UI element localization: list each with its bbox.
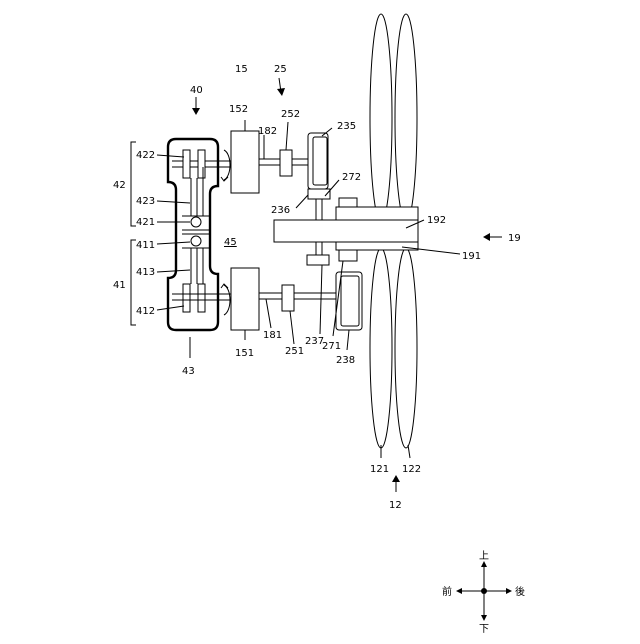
gear-422-a [183, 150, 190, 178]
blade-122-lower [395, 248, 417, 448]
label-122: 122 [402, 464, 421, 475]
label-412: 412 [136, 306, 155, 317]
label-19: 19 [508, 233, 521, 244]
flange-lower [336, 242, 418, 250]
compass-center-dot [481, 588, 487, 594]
label-238: 238 [336, 355, 355, 366]
label-235: 235 [337, 121, 356, 132]
hub-192 [274, 220, 418, 242]
label-181: 181 [263, 330, 282, 341]
motor-152 [231, 131, 259, 193]
gear-412-b [198, 284, 205, 312]
label-236: 236 [271, 205, 290, 216]
rotation-arrow-upper [224, 150, 230, 180]
coupling-252 [280, 150, 292, 176]
label-422: 422 [136, 150, 155, 161]
compass-front-label: 前 [442, 585, 452, 598]
label-12: 12 [389, 500, 402, 511]
blade-122-upper [395, 14, 417, 222]
bearing-237 [307, 255, 329, 265]
label-252: 252 [281, 109, 300, 120]
gear-422-b [198, 150, 205, 178]
label-41: 41 [113, 280, 126, 291]
label-43: 43 [182, 366, 195, 377]
label-272: 272 [342, 172, 361, 183]
gearbox-235 [308, 133, 328, 189]
coupling-251 [282, 285, 294, 311]
arrow-40-head [192, 108, 200, 115]
rotation-arrow-upper-head [221, 177, 228, 181]
label-182: 182 [258, 126, 277, 137]
label-15: 15 [235, 64, 248, 75]
arrowhead-front [456, 588, 462, 594]
direction-compass: 上 下 前 後 [442, 550, 525, 635]
gear-271 [339, 250, 357, 261]
gear-272 [339, 198, 357, 207]
motor-151 [231, 268, 259, 330]
label-25: 25 [274, 64, 287, 75]
arrowhead-down [481, 615, 487, 621]
label-45: 45 [224, 237, 237, 248]
label-251: 251 [285, 346, 304, 357]
compass-up-label: 上 [479, 550, 489, 562]
label-40: 40 [190, 85, 203, 96]
label-192: 192 [427, 215, 446, 226]
label-421: 421 [136, 217, 155, 228]
compass-down-label: 下 [479, 624, 489, 635]
arrow-12-head [392, 475, 400, 482]
label-271: 271 [322, 341, 341, 352]
blade-121-upper [370, 14, 392, 222]
label-151: 151 [235, 348, 254, 359]
label-423: 423 [136, 196, 155, 207]
ball-411 [191, 236, 201, 246]
label-413: 413 [136, 267, 155, 278]
blade-121-lower [370, 248, 392, 448]
arrowhead-rear [506, 588, 512, 594]
ball-421 [191, 217, 201, 227]
label-191: 191 [462, 251, 481, 262]
compass-rear-label: 後 [515, 585, 525, 598]
label-121: 121 [370, 464, 389, 475]
flange-upper [336, 207, 418, 220]
label-152: 152 [229, 104, 248, 115]
label-42: 42 [113, 180, 126, 191]
arrow-19-head [483, 233, 490, 241]
gear-412-a [183, 284, 190, 312]
arrow-25-head [277, 88, 285, 96]
rotation-arrow-lower-head [221, 284, 228, 288]
label-411: 411 [136, 240, 155, 251]
